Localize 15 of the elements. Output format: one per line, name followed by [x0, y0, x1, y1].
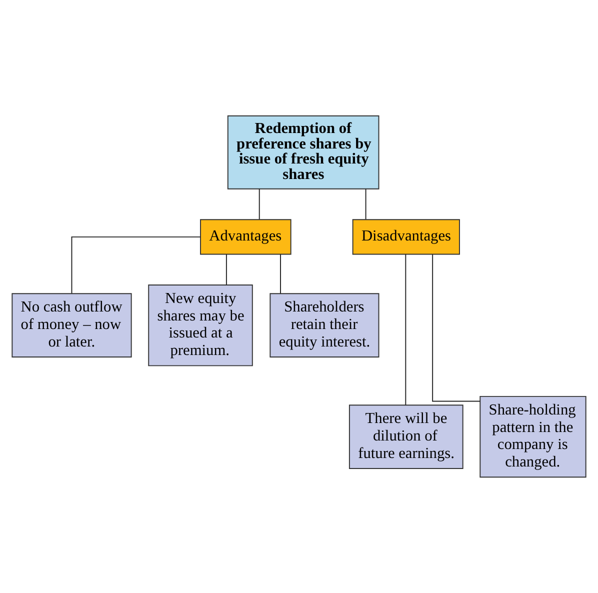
node-box: No cash outflow of money – now or later.: [12, 293, 132, 358]
node-box: New equity shares may be issued at a premium.: [148, 284, 253, 366]
connector: [71, 236, 201, 294]
connector: [365, 188, 366, 220]
node-box: Redemption of preference shares by issue of fresh equity shares: [227, 115, 380, 190]
node-box: Share-holding pattern in the company is changed.: [480, 396, 586, 478]
connector: [405, 254, 406, 406]
connector: [258, 188, 260, 220]
connector: [432, 254, 481, 402]
node-box: Disadvantages: [352, 219, 460, 255]
node-box: Advantages: [200, 219, 292, 255]
connector: [226, 254, 227, 286]
node-box: Shareholders retain their equity interest.: [270, 293, 380, 358]
connector: [280, 254, 281, 294]
node-box: There will be dilution of future earnings.: [348, 404, 464, 469]
